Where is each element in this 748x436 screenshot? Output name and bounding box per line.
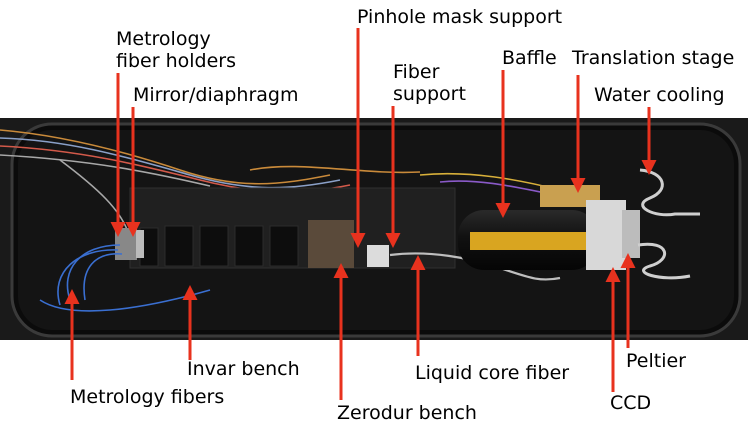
baffle-gold-strip — [470, 232, 590, 250]
peltier-block — [622, 210, 640, 258]
label-water-cooling: Water cooling — [594, 84, 725, 106]
label-translation-stage: Translation stage — [572, 47, 735, 69]
label-fiber-support-2: support — [393, 83, 466, 105]
label-zerodur-bench: Zerodur bench — [337, 402, 477, 424]
label-pinhole-mask-support: Pinhole mask support — [357, 6, 563, 28]
water-cooling-tube — [639, 168, 700, 217]
annotation-arrows — [64, 28, 657, 400]
label-invar-bench: Invar bench — [187, 358, 300, 380]
zerodur-bench-plate — [308, 220, 354, 268]
label-metrology-fibers: Metrology fibers — [70, 386, 225, 408]
label-fiber-support-1: Fiber — [393, 61, 440, 83]
label-peltier: Peltier — [626, 350, 686, 372]
label-baffle: Baffle — [502, 47, 557, 69]
label-ccd: CCD — [610, 392, 652, 414]
mirror-mount — [136, 230, 144, 258]
label-metrology-fiber-holders-2: fiber holders — [116, 50, 236, 72]
ccd-housing — [586, 200, 626, 270]
label-liquid-core-fiber: Liquid core fiber — [415, 362, 570, 384]
label-metrology-fiber-holders-1: Metrology — [116, 28, 211, 50]
label-mirror-diaphragm: Mirror/diaphragm — [133, 84, 299, 106]
invar-blocks — [139, 225, 299, 267]
fiber-support-block — [367, 245, 389, 267]
